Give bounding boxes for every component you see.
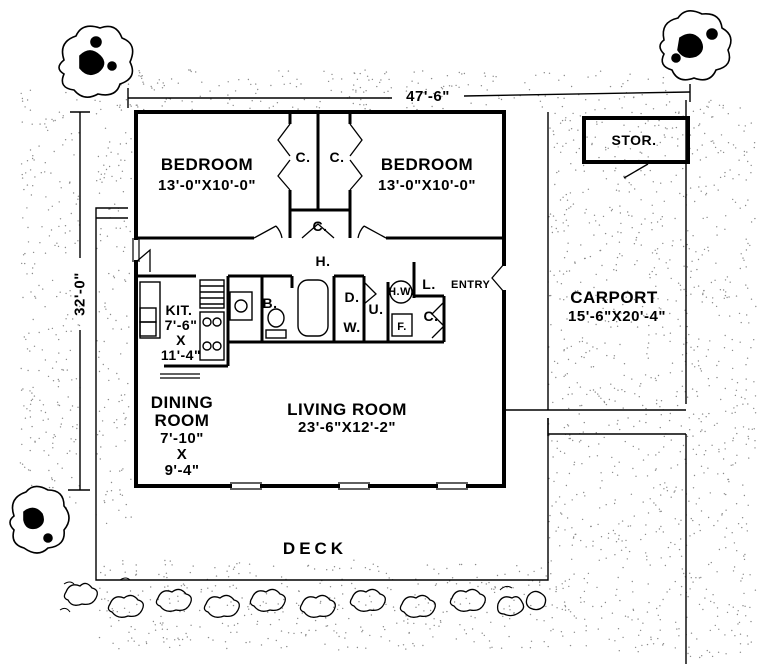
kitchen-length: 11'-4" (160, 347, 202, 363)
door-swings (135, 123, 505, 339)
living-room-label: LIVING ROOM (287, 400, 407, 419)
living-room-size: 23'-6"X12'-2" (298, 419, 396, 436)
window-marks (132, 238, 468, 490)
carport-size: 15'-6"X20'-4" (568, 308, 666, 325)
water-heater-label: H.W. (388, 286, 414, 298)
entry-label: ENTRY (451, 279, 491, 291)
dining-length: 9'-4" (164, 462, 200, 479)
shrub-row (63, 582, 547, 618)
hall-label: H. (315, 253, 331, 269)
storage-label: STOR. (611, 132, 657, 148)
bath-label: B. (262, 295, 278, 311)
linen-label: L. (422, 276, 436, 292)
closet-hall-label: C. (312, 218, 328, 234)
closet-left-label: C. (295, 149, 311, 165)
furnace-label: F. (397, 321, 407, 333)
kitchen-label: KIT. (165, 302, 193, 318)
dining-label-line2: ROOM (154, 411, 210, 430)
carport-outline (504, 100, 687, 664)
storage-room (582, 116, 690, 179)
utility-fixtures (389, 280, 413, 337)
utility-label: U. (368, 301, 384, 317)
dryer-label: D. (344, 289, 360, 305)
bedroom-right-label: BEDROOM (380, 155, 474, 174)
tree-top-left (58, 25, 134, 98)
depth-dimension: 32'-0" (71, 272, 89, 316)
washer-label: W. (343, 319, 361, 335)
carport-label: CARPORT (570, 288, 658, 307)
bedroom-left-label: BEDROOM (160, 155, 254, 174)
depth-dimension-line (68, 111, 90, 491)
bath-fixtures (229, 279, 329, 339)
dining-times: X (176, 446, 188, 463)
tree-bottom-left (9, 485, 70, 554)
deck-label: DECK (282, 539, 348, 558)
bedroom-left-size: 13'-0"X10'-0" (158, 177, 256, 194)
dining-width: 7'-10" (160, 430, 204, 447)
width-dimension-line (127, 84, 691, 108)
bedroom-right-size: 13'-0"X10'-0" (378, 177, 476, 194)
kitchen-width: 7'-6" (164, 317, 198, 333)
kitchen-fixtures (139, 279, 225, 361)
tree-top-right (659, 10, 732, 81)
ground-sketch (59, 577, 513, 613)
coat-closet-label: C. (423, 308, 439, 324)
kitchen-times: X (176, 332, 186, 348)
interior-walls (136, 112, 504, 368)
closet-right-label: C. (329, 149, 345, 165)
deck-outline (95, 207, 549, 581)
dining-label-line1: DINING (150, 393, 214, 412)
width-dimension: 47'-6" (406, 88, 450, 105)
exterior-walls (134, 110, 506, 488)
